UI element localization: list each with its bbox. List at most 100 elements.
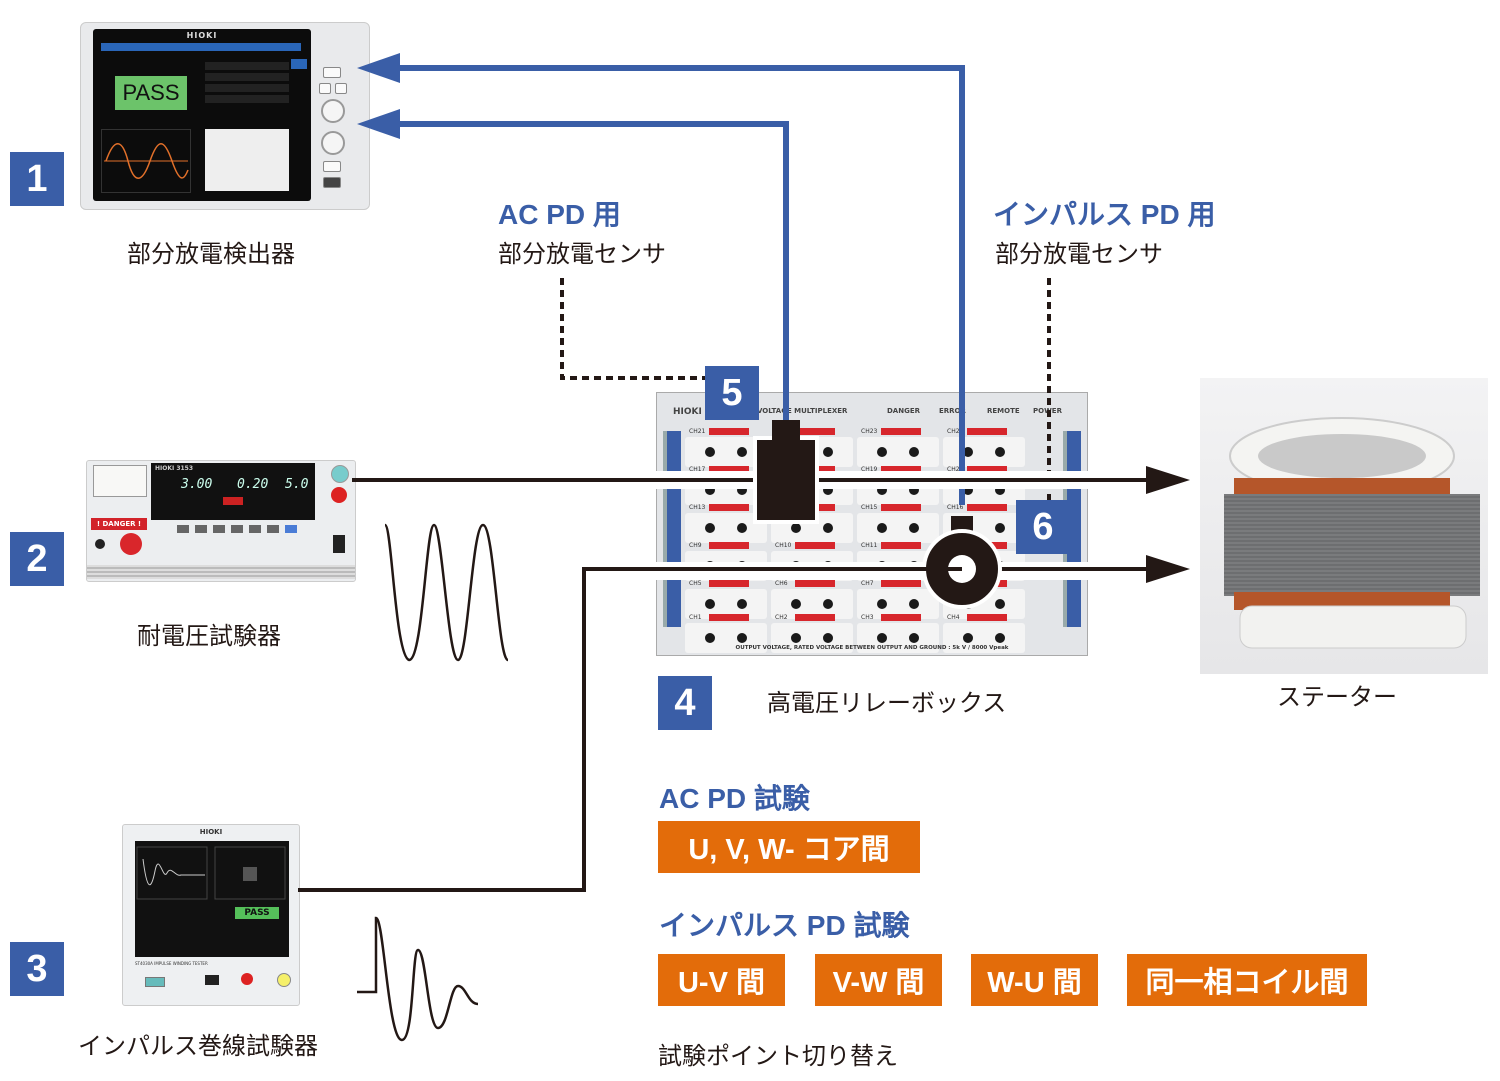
output-terminal: [120, 533, 142, 555]
channel-label: CH6: [775, 580, 788, 587]
channel-label: CH9: [689, 542, 702, 549]
screen-tab-bar: [101, 43, 301, 51]
channel-jack[interactable]: [737, 485, 747, 495]
test-point-v-w: V-W 間: [815, 954, 942, 1006]
impulse-tester-brand: HIOKI: [199, 828, 223, 836]
channel-jack[interactable]: [995, 447, 1005, 457]
channel-jack[interactable]: [963, 633, 973, 643]
channel-jack[interactable]: [737, 523, 747, 533]
channel-jack[interactable]: [705, 599, 715, 609]
channel-jack[interactable]: [909, 485, 919, 495]
indicator-remote: REMOTE: [987, 407, 1020, 415]
start-button[interactable]: [145, 977, 165, 987]
channel-jack[interactable]: [995, 523, 1005, 533]
save-button[interactable]: [323, 67, 341, 78]
channel-label: CH3: [861, 614, 874, 621]
channel-panel: [943, 623, 1025, 653]
channel-panel: [943, 437, 1025, 467]
number-badge-2: 2: [10, 532, 64, 586]
screen-button: [291, 59, 307, 69]
channel-label: CH11: [861, 542, 878, 549]
key-row: [177, 525, 297, 533]
source-sense-warning-label: [795, 580, 835, 587]
channel-jack[interactable]: [909, 447, 919, 457]
channel-jack[interactable]: [995, 599, 1005, 609]
source-sense-warning-label: [795, 428, 835, 435]
power-switch[interactable]: [333, 535, 345, 553]
channel-jack[interactable]: [995, 485, 1005, 495]
s2-button[interactable]: [335, 83, 347, 94]
source-sense-warning-label: [709, 580, 749, 587]
impulse-test-heading: インパルス PD 試験: [659, 910, 910, 941]
channel-jack[interactable]: [737, 633, 747, 643]
channel-jack[interactable]: [705, 633, 715, 643]
channel-jack[interactable]: [705, 447, 715, 457]
channel-jack[interactable]: [909, 523, 919, 533]
relay-title: VOLTAGE MULTIPLEXER: [757, 407, 848, 415]
trigger-knob[interactable]: [321, 99, 345, 123]
timer-readout: 5.0: [285, 477, 309, 492]
channel-label: CH21: [689, 428, 706, 435]
channel-jack[interactable]: [963, 447, 973, 457]
channel-jack[interactable]: [877, 523, 887, 533]
pass-indicator: PASS: [115, 76, 187, 110]
stop-button[interactable]: [241, 973, 253, 985]
usb-port: [205, 975, 219, 985]
stop-reset-button[interactable]: [331, 487, 347, 503]
channel-jack[interactable]: [909, 599, 919, 609]
impulse-winding-tester-device: HIOKI PASS ST4030A IMPULSE WINDING TESTE…: [122, 824, 300, 1006]
stator-photo: [1200, 378, 1488, 674]
measurement-table: [205, 59, 289, 125]
source-sense-warning-label: [709, 504, 749, 511]
channel-jack[interactable]: [823, 523, 833, 533]
pass-indicator: PASS: [235, 907, 279, 919]
channel-jack[interactable]: [877, 447, 887, 457]
relay-brand: HIOKI: [673, 407, 702, 417]
channel-jack[interactable]: [995, 633, 1005, 643]
s1-button[interactable]: [319, 83, 331, 94]
channel-label: CH15: [861, 504, 878, 511]
voltage-readout: 3.00: [181, 477, 213, 492]
channel-jack[interactable]: [823, 599, 833, 609]
test-point-switching-label: 試験ポイント切り替え: [658, 1042, 898, 1070]
channel-jack[interactable]: [737, 599, 747, 609]
power-button[interactable]: [277, 973, 291, 987]
withstand-wire-arrow: [1146, 466, 1190, 494]
source-sense-warning-label: [709, 614, 749, 621]
channel-label: CH23: [861, 428, 878, 435]
screen-knob[interactable]: [321, 131, 345, 155]
channel-jack[interactable]: [823, 633, 833, 643]
channel-jack[interactable]: [791, 523, 801, 533]
impulse-sensor-cable: [400, 65, 965, 505]
source-sense-warning-label: [881, 542, 921, 549]
withstand-voltage-tester-device: HIOKI 3153 3.00 0.20 5.0 ! DANGER !: [86, 460, 356, 582]
channel-label: CH2: [775, 614, 788, 621]
channel-label: CH19: [861, 466, 878, 473]
source-sense-warning-label: [881, 466, 921, 473]
channel-jack[interactable]: [877, 599, 887, 609]
channel-label: CH13: [689, 504, 706, 511]
channel-jack[interactable]: [823, 485, 833, 495]
channel-jack[interactable]: [877, 633, 887, 643]
source-sense-warning-label: [709, 466, 749, 473]
indicator-error: ERROR: [939, 407, 966, 415]
test-lamp: [223, 497, 243, 505]
channel-jack[interactable]: [737, 447, 747, 457]
pd-detector-label: 部分放電検出器: [127, 240, 295, 268]
channel-jack[interactable]: [877, 485, 887, 495]
channel-jack[interactable]: [791, 633, 801, 643]
channel-jack[interactable]: [705, 523, 715, 533]
start-button[interactable]: [331, 465, 349, 483]
impulse-tester-screen: PASS: [135, 841, 289, 957]
withstand-voltage-tester-label: 耐電圧試験器: [137, 622, 281, 650]
channel-jack[interactable]: [791, 599, 801, 609]
channel-jack[interactable]: [909, 633, 919, 643]
stop-button[interactable]: [323, 177, 341, 188]
channel-label: CH4: [947, 614, 960, 621]
channel-jack[interactable]: [963, 485, 973, 495]
channel-jack[interactable]: [823, 447, 833, 457]
channel-jack[interactable]: [705, 485, 715, 495]
number-badge-1: 1: [10, 152, 64, 206]
start-button[interactable]: [323, 161, 341, 172]
channel-label: CH5: [689, 580, 702, 587]
